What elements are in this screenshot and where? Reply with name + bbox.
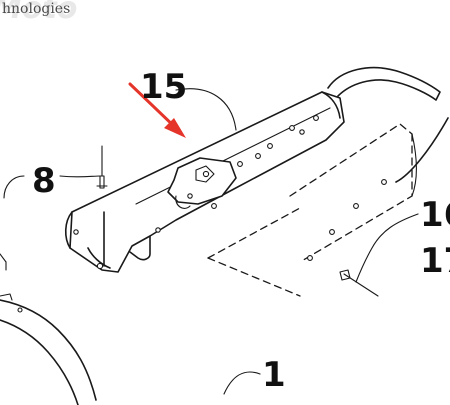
leader-8 xyxy=(59,175,101,178)
red-arrow-icon xyxy=(128,82,186,138)
screw-part-16 xyxy=(339,269,379,297)
brand-watermark: Moto hnologies xyxy=(0,0,77,26)
bolt-part-8 xyxy=(96,145,108,189)
leader-pin-8 xyxy=(3,175,25,199)
leader-1 xyxy=(223,371,261,395)
callout-1: 1 xyxy=(262,355,286,395)
side-panel xyxy=(207,123,418,297)
callout-16: 16 xyxy=(420,195,450,235)
leader-15 xyxy=(175,88,237,131)
frame-rail-top xyxy=(327,66,441,101)
frame-rail-lower xyxy=(395,117,449,183)
watermark-logo: Moto xyxy=(0,0,77,26)
callout-15: 15 xyxy=(140,67,187,107)
brand-text: hnologies xyxy=(2,1,70,17)
callout-8: 8 xyxy=(32,161,56,201)
callout-17: 17 xyxy=(420,241,450,281)
frame-part-1 xyxy=(0,253,97,405)
bracket-part-15 xyxy=(64,91,345,273)
leader-16-17 xyxy=(355,213,419,283)
